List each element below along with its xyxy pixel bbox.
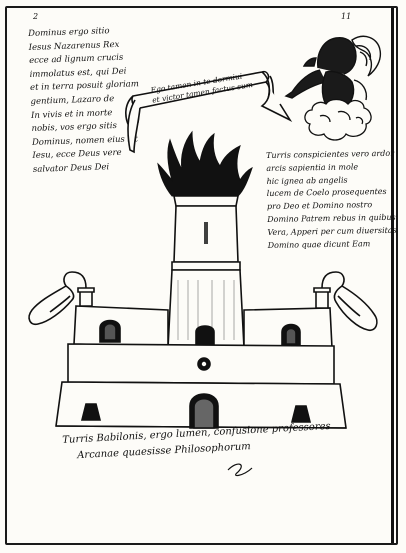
page-border-right-edge (391, 8, 394, 543)
right-manuscript-text: Turris conspicientes vero ardor arcis sa… (266, 148, 397, 253)
left-retort (28, 271, 87, 326)
page-number-right: 11 (341, 12, 352, 21)
castle (55, 287, 347, 429)
signature-flourish (227, 463, 253, 477)
text-line: Turris conspicientes vero ardor (266, 148, 395, 160)
winged-figure (284, 35, 382, 119)
text-line: Vera, Apperi per cum diuersitas (267, 225, 397, 237)
text-line: Domino quae dicunt Eam (267, 238, 371, 250)
page-border (5, 6, 398, 545)
banner-scroll (125, 70, 293, 154)
tower (167, 195, 245, 349)
page-number-left: 2 (33, 12, 39, 21)
cloud (304, 98, 372, 141)
text-line: lucem de Coelo prosequentes (266, 187, 387, 199)
tower-flames (157, 130, 253, 197)
right-retort (321, 271, 378, 332)
